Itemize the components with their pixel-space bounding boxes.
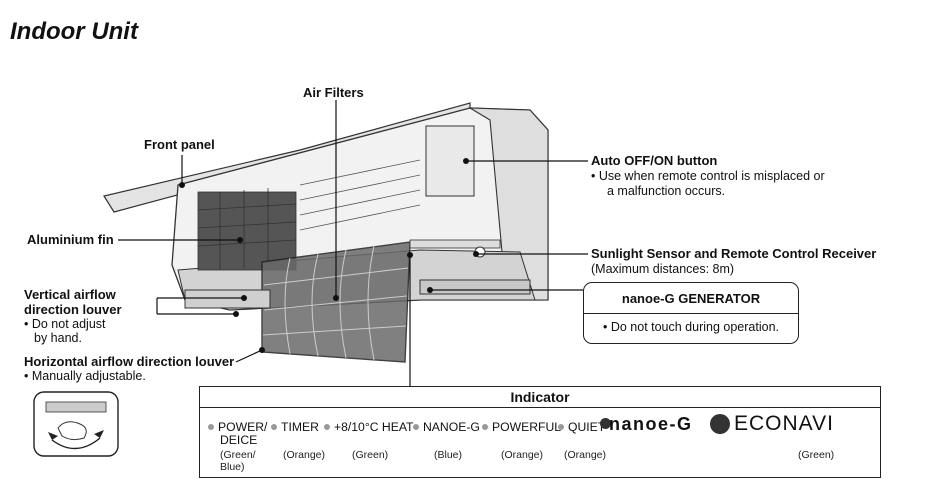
leader-dots	[179, 158, 479, 353]
econavi-logo: ECONAVI	[734, 412, 834, 435]
indicator-dot	[558, 423, 564, 430]
inner-ribs	[299, 159, 421, 231]
leader-lines	[118, 100, 588, 386]
indicator-label-heat: +8/10°C HEAT	[334, 420, 414, 434]
indicator-label-power: POWER/	[218, 420, 268, 434]
nanoe-generator-note: • Do not touch during operation.	[602, 320, 780, 334]
indicator-color-econavi: (Green)	[798, 449, 835, 461]
label-vertical-louver-2: direction louver	[24, 302, 122, 317]
hand-adjust-icon	[33, 391, 119, 457]
indicator-item-power-2: DEICE	[220, 433, 258, 447]
note-sensor: (Maximum distances: 8m)	[591, 262, 735, 276]
indicator-item-power: POWER/	[208, 420, 267, 434]
indicator-heading: Indicator	[200, 387, 880, 408]
indicator-label-quiet: QUIET	[568, 420, 606, 434]
nanoe-g-logo: nanoe-G	[609, 414, 693, 434]
indicator-item-quiet: QUIET	[558, 420, 605, 434]
nanoe-logo-icon	[600, 418, 611, 429]
note-vertical-louver-2: by hand.	[34, 331, 82, 345]
indicator-dot	[271, 423, 277, 430]
louver-strip	[184, 289, 271, 309]
aluminium-fin-grid	[197, 188, 297, 271]
nanoe-generator-title: nanoe-G GENERATOR	[621, 291, 761, 306]
indicator-color-timer: (Orange)	[283, 449, 326, 461]
note-auto-button-2: a malfunction occurs.	[607, 184, 726, 198]
page-title: Indoor Unit	[10, 18, 138, 45]
note-vertical-louver: • Do not adjust	[24, 317, 106, 331]
indicator-color-quiet: (Orange)	[564, 449, 607, 461]
nanoe-generator-callout: nanoe-G GENERATOR • Do not touch during …	[583, 282, 799, 344]
indicator-color-powerful: (Orange)	[501, 449, 544, 461]
indicator-dot	[324, 423, 330, 430]
indicator-label-timer: TIMER	[281, 420, 319, 434]
indicator-item-powerful: POWERFUL	[482, 420, 561, 434]
unit-indicator-strip	[409, 239, 501, 249]
label-air-filters: Air Filters	[303, 85, 364, 100]
indicator-item-timer: TIMER	[271, 420, 319, 434]
label-sensor: Sunlight Sensor and Remote Control Recei…	[591, 246, 877, 261]
note-auto-button: • Use when remote control is misplaced o…	[591, 169, 825, 183]
indicator-item-nanoe: NANOE-G	[413, 420, 480, 434]
indicator-color-heat: (Green)	[352, 449, 389, 461]
indicator-dot	[208, 423, 214, 430]
indicator-color-power: (Green/	[220, 449, 256, 461]
indicator-color-power-2: Blue)	[220, 461, 245, 473]
label-auto-button: Auto OFF/ON button	[591, 153, 718, 168]
label-horizontal-louver: Horizontal airflow direction louver	[24, 354, 235, 369]
econavi-logo-icon	[710, 414, 730, 434]
indicator-label-powerful: POWERFUL	[492, 420, 562, 434]
label-front-panel: Front panel	[144, 137, 215, 152]
indicator-label-nanoe: NANOE-G	[423, 420, 480, 434]
label-vertical-louver: Vertical airflow	[24, 287, 116, 302]
note-horizontal-louver: • Manually adjustable.	[24, 369, 146, 383]
indicator-dot	[482, 423, 488, 430]
indicator-color-nanoe: (Blue)	[434, 449, 463, 461]
nanoe-slot	[419, 279, 531, 295]
nanoe-divider	[584, 313, 798, 314]
label-aluminium-fin: Aluminium fin	[27, 232, 114, 247]
indicator-dot	[413, 423, 419, 430]
indicator-item-heat: +8/10°C HEAT	[324, 420, 414, 434]
indicator-panel: Indicator POWER/ DEICE (Green/ Blue) TIM…	[199, 386, 881, 478]
